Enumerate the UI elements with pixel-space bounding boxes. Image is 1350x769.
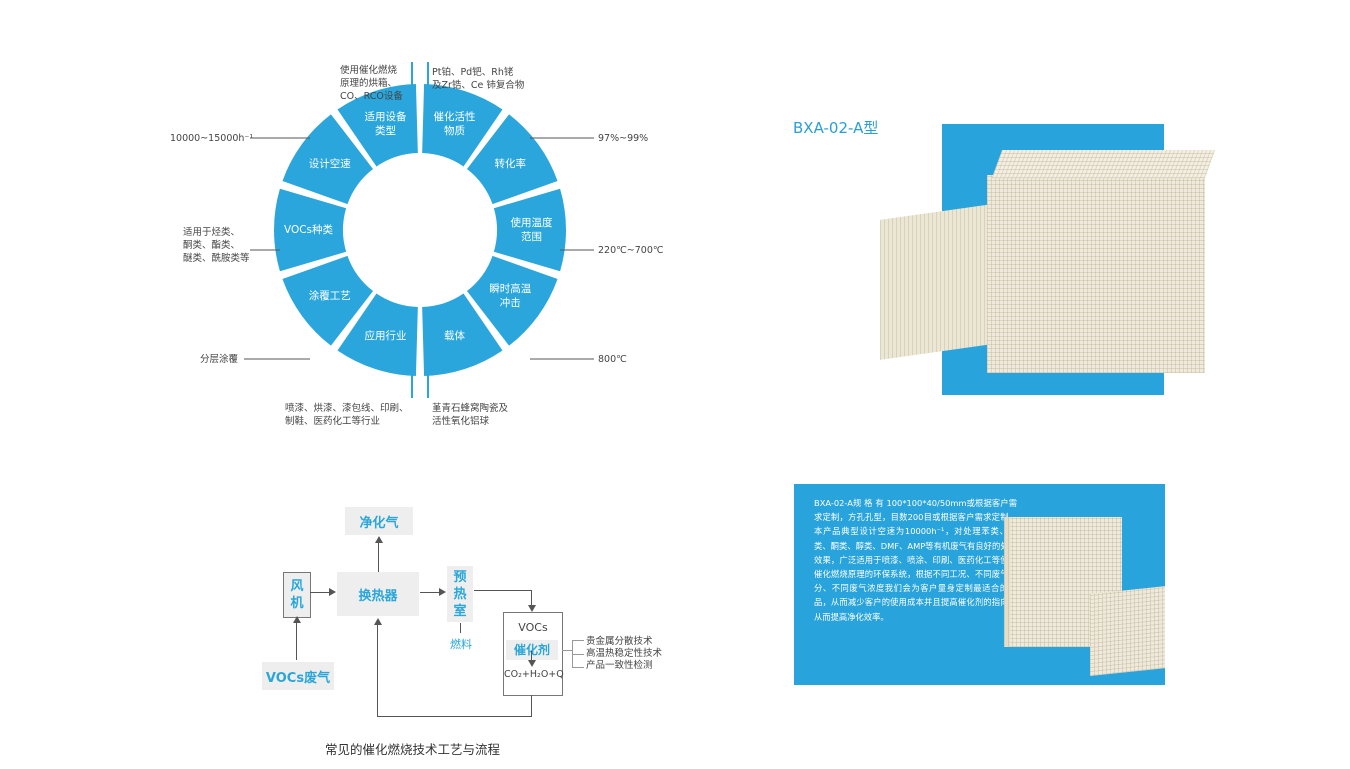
wheel-segment-label: VOCs种类 (283, 224, 334, 236)
arrow-icon (329, 588, 336, 596)
feature-item: 产品一致性检测 (586, 660, 653, 671)
reactor-catalyst-label: 催化剂 (506, 640, 558, 660)
wheel-segment-note: 使用催化燃烧 原理的烘箱、 CO、RCO设备 (340, 65, 403, 102)
wheel-segment-note: 堇青石蜂窝陶瓷及 活性氧化铝球 (432, 403, 509, 427)
purified-gas-box: 净化气 (345, 507, 413, 535)
honeycomb-block-large-side (1004, 517, 1010, 647)
catalyst-features: 贵金属分散技术 高温热稳定性技术 产品一致性检测 (586, 636, 662, 672)
catalyst-wheel: 催化活性 物质转化率使用温度 范围瞬时高温 冲击载体 应用行业 涂覆工艺 VOCs种类… (0, 0, 700, 440)
wheel-segment-label: 催化活性 物质 (433, 110, 476, 137)
wheel-segment-label: 适用设备 类型 (364, 110, 407, 137)
wheel-segment-note: 分层涂覆 (200, 354, 239, 365)
arrow-icon (439, 588, 446, 596)
wheel-graphic (244, 62, 594, 398)
wheel-segment (466, 255, 558, 346)
wheel-segment (337, 84, 418, 167)
honeycomb-block-top (991, 150, 1216, 178)
wheel-segment (337, 293, 418, 376)
reactor-vocs-label: VOCs (518, 621, 548, 634)
wheel-segment-note: 220℃~700℃ (598, 245, 664, 256)
reactor-product-label: CO₂+H₂O+Q (504, 669, 564, 680)
wheel-segment-label: 设计空速 (308, 158, 351, 171)
wheel-segment (422, 84, 503, 167)
model-title: BXA-02-A型 (793, 119, 879, 137)
feature-item: 贵金属分散技术 (586, 636, 653, 647)
product-description-panel: BXA-02-A规 格 有 100*100*40/50mm或根据客户需求定制，方… (794, 484, 1165, 685)
arrow-icon (528, 605, 536, 612)
arrow-icon (374, 618, 382, 625)
feature-item: 高温热稳定性技术 (586, 648, 663, 659)
fan-box: 风 机 (283, 572, 311, 618)
wheel-segment (274, 188, 347, 272)
heat-exchanger-box: 换热器 (337, 572, 419, 616)
honeycomb-block-face (987, 175, 1205, 373)
honeycomb-block-small (1090, 581, 1165, 677)
reactor-inner-arrow (528, 660, 536, 667)
preheat-chamber-box: 预 热 室 (447, 566, 473, 622)
wheel-segment-note: 800℃ (598, 354, 627, 365)
vocs-inlet-box: VOCs废气 (262, 662, 334, 690)
wheel-segment-label: 转化率 (494, 158, 526, 171)
wheel-segment-note: 10000~15000h⁻¹ (170, 133, 254, 144)
wheel-segment (282, 255, 374, 346)
wheel-segment-note: Pt铂、Pd钯、Rh铑 及Zr锆、Ce 铈复合物 (432, 67, 525, 91)
wheel-segment-label: 应用行业 (364, 330, 407, 343)
flow-caption: 常见的催化燃烧技术工艺与流程 (325, 742, 501, 757)
product-description: BXA-02-A规 格 有 100*100*40/50mm或根据客户需求定制，方… (814, 498, 1017, 622)
wheel-segment (493, 188, 566, 272)
arrow-icon (375, 536, 383, 543)
wheel-segment-label: 瞬时高温 冲击 (489, 282, 532, 309)
wheel-segment-label: 使用温度 范围 (510, 217, 553, 243)
wheel-segment-label: 载体 (443, 330, 465, 343)
arrow-icon (293, 616, 301, 623)
wheel-segment-label: 涂覆工艺 (308, 289, 351, 302)
ceramic-slab-back (880, 204, 992, 360)
reactor-box: VOCs 催化剂 CO₂+H₂O+Q (503, 612, 564, 696)
wheel-segment-note: 适用于烃类、 酮类、酯类、 醚类、酰胺类等 (183, 227, 250, 264)
wheel-segment (466, 114, 558, 205)
wheel-segment (422, 293, 503, 376)
wheel-segment-note: 喷漆、烘漆、漆包线、印刷、 制鞋、医药化工等行业 (285, 403, 409, 427)
wheel-segment (282, 114, 374, 205)
fuel-label: 燃料 (450, 638, 472, 651)
wheel-segment-note: 97%~99% (598, 133, 649, 144)
